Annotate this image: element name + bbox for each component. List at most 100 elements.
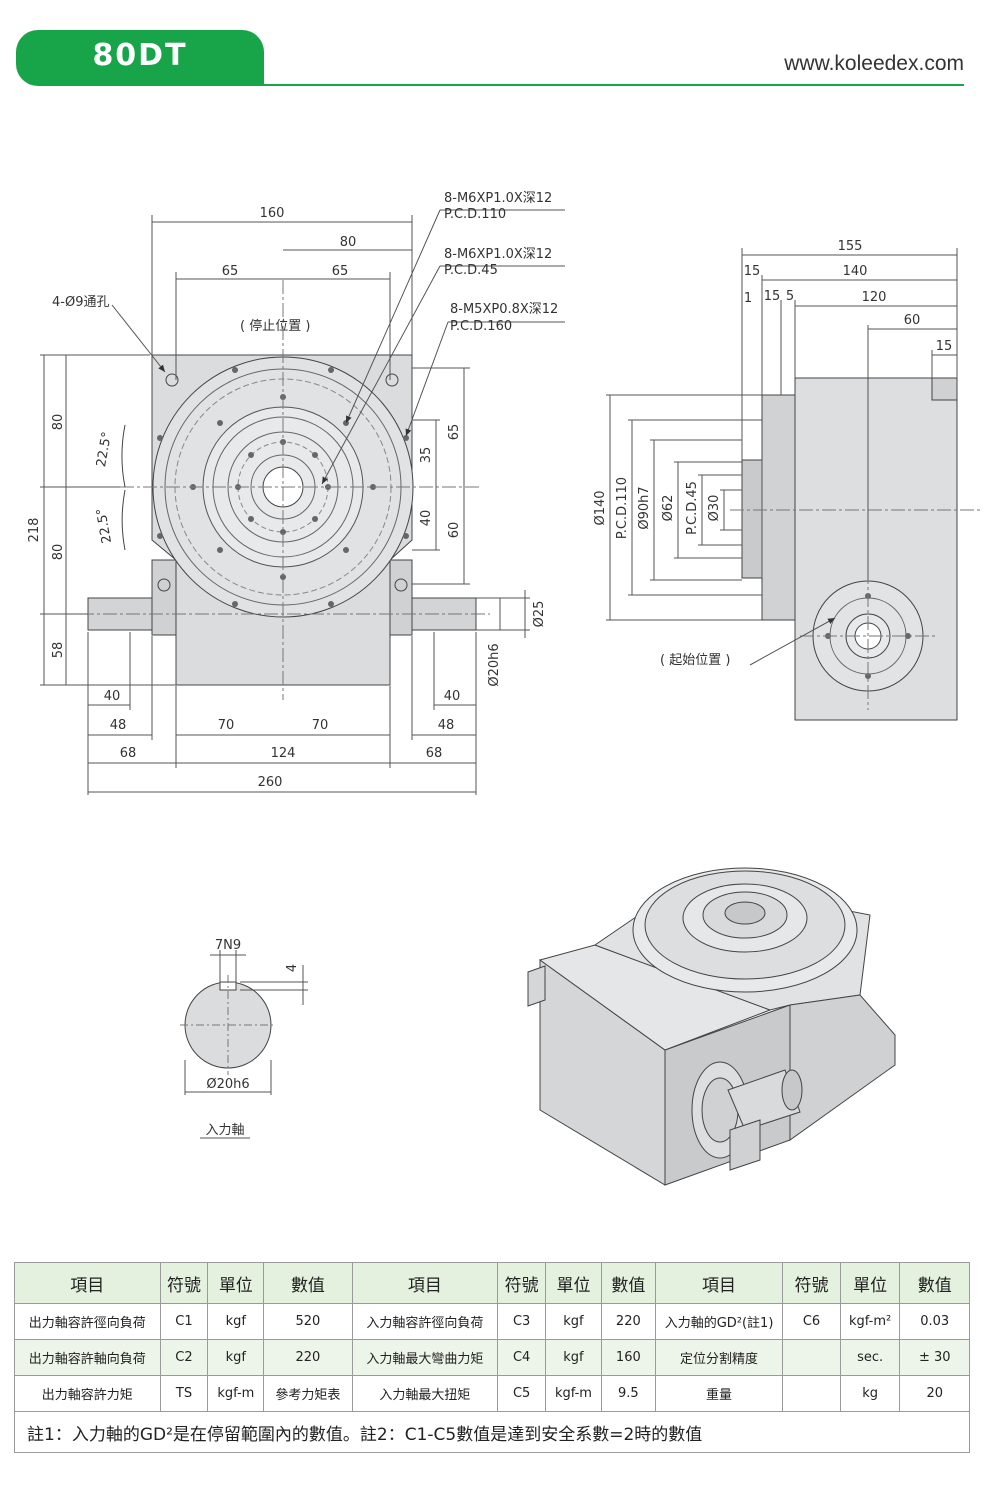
side-dim-pcd45: P.C.D.45 <box>685 481 700 535</box>
table-cell: 入力軸的GD²(註1) <box>654 1303 784 1340</box>
side-dim-1: 1 <box>744 291 752 306</box>
website-url: www.koleedex.com <box>784 52 964 75</box>
table-cell: 出力軸容許徑向負荷 <box>14 1303 161 1340</box>
table-header-row: 項目 符號 單位 數值 項目 符號 單位 數值 項目 符號 單位 數值 <box>14 1262 970 1304</box>
table-note-row: 註1：入力軸的GD²是在停留範圍內的數值。註2：C1-C5數值是達到安全系數=2… <box>14 1411 970 1453</box>
table-cell: 0.03 <box>899 1303 970 1340</box>
side-dim-pcd110: P.C.D.110 <box>615 477 630 539</box>
table-header: 數值 <box>600 1262 656 1304</box>
table-cell: kgf <box>207 1339 265 1376</box>
model-title: 80DT <box>92 38 188 73</box>
table-cell: 定位分割精度 <box>654 1339 784 1376</box>
dim-60: 60 <box>447 522 462 539</box>
table-row: 出力軸容許徑向負荷 C1 kgf 520 入力軸容許徑向負荷 C3 kgf 22… <box>14 1303 970 1340</box>
dim-218: 218 <box>27 518 42 543</box>
shaft-caption: 入力軸 <box>205 1123 244 1138</box>
dim-dia20h6: Ø20h6 <box>487 643 502 686</box>
shaft-diameter: Ø20h6 <box>206 1077 249 1092</box>
table-cell: 重量 <box>654 1375 784 1412</box>
dim-80-upper: 80 <box>51 414 66 431</box>
callout-2b: P.C.D.45 <box>444 263 498 278</box>
front-view <box>40 209 565 795</box>
callout-3a: 8-M5XP0.8X深12 <box>450 302 558 317</box>
table-cell: C5 <box>497 1375 547 1412</box>
key-depth: 4 <box>285 964 300 972</box>
table-note: 註1：入力軸的GD²是在停留範圍內的數值。註2：C1-C5數值是達到安全系數=2… <box>14 1411 970 1453</box>
side-dim-140: 140 <box>843 264 868 279</box>
table-cell: kgf-m <box>545 1375 602 1412</box>
dim-160: 160 <box>260 206 285 221</box>
table-cell: 220 <box>263 1339 353 1376</box>
side-dim-5: 5 <box>786 289 794 304</box>
dim-68-left: 68 <box>120 746 137 761</box>
header-rule <box>264 84 964 86</box>
table-cell: 520 <box>263 1303 353 1340</box>
table-cell: 220 <box>600 1303 656 1340</box>
table-cell: C2 <box>159 1339 209 1376</box>
dim-260: 260 <box>258 775 283 790</box>
table-cell: TS <box>159 1375 209 1412</box>
table-cell: 入力軸最大彎曲力矩 <box>351 1339 499 1376</box>
dim-40: 40 <box>419 510 434 527</box>
table-header: 項目 <box>351 1262 499 1304</box>
table-cell: C3 <box>497 1303 547 1340</box>
table-cell <box>782 1339 841 1376</box>
table-row: 出力軸容許力矩 TS kgf-m 參考力矩表 入力軸最大扭矩 C5 kgf-m … <box>14 1375 970 1412</box>
table-cell: C1 <box>159 1303 209 1340</box>
isometric-view <box>527 867 896 1186</box>
callout-3b: P.C.D.160 <box>450 319 512 334</box>
dim-48-left: 48 <box>110 718 127 733</box>
table-cell: sec. <box>839 1339 901 1376</box>
table-cell: ± 30 <box>899 1339 970 1376</box>
side-dim-15a: 15 <box>744 264 761 279</box>
callout-2a: 8-M6XP1.0X深12 <box>444 247 552 262</box>
side-dim-dia62: Ø62 <box>661 495 676 522</box>
table-cell: kgf-m <box>207 1375 265 1412</box>
side-dim-dia30: Ø30 <box>707 495 722 522</box>
table-cell: kgf <box>545 1339 602 1376</box>
start-position-label: ( 起始位置 ) <box>660 653 730 668</box>
dim-65-left: 65 <box>222 264 239 279</box>
dim-70-left: 70 <box>218 718 235 733</box>
table-header: 單位 <box>839 1262 901 1304</box>
table-header: 符號 <box>782 1262 841 1304</box>
dim-80-lower: 80 <box>51 544 66 561</box>
dim-48-right: 48 <box>438 718 455 733</box>
dim-40-right: 40 <box>444 689 461 704</box>
table-cell: kgf <box>545 1303 602 1340</box>
table-header: 單位 <box>207 1262 265 1304</box>
side-dim-dia90h7: Ø90h7 <box>637 486 652 529</box>
table-cell: C6 <box>782 1303 841 1340</box>
table-row: 出力軸容許軸向負荷 C2 kgf 220 入力軸最大彎曲力矩 C4 kgf 16… <box>14 1339 970 1376</box>
dim-dia25: Ø25 <box>532 601 547 628</box>
spec-table: 項目 符號 單位 數值 項目 符號 單位 數值 項目 符號 單位 數值 出力軸容… <box>14 1262 970 1453</box>
model-tab: 80DT <box>16 30 264 86</box>
dim-35: 35 <box>419 447 434 464</box>
stop-position-label: ( 停止位置 ) <box>240 318 310 334</box>
callout-1a: 8-M6XP1.0X深12 <box>444 191 552 206</box>
page-header: 80DT www.koleedex.com <box>0 0 1000 100</box>
side-dim-15b: 15 <box>764 289 781 304</box>
table-header: 符號 <box>497 1262 547 1304</box>
table-cell: C4 <box>497 1339 547 1376</box>
table-cell: 入力軸容許徑向負荷 <box>351 1303 499 1340</box>
angle-lower: 22.5° <box>94 507 115 545</box>
table-cell: 160 <box>600 1339 656 1376</box>
hole-label: 4-Ø9通孔 <box>52 295 109 310</box>
callout-1b: P.C.D.110 <box>444 207 506 222</box>
table-cell: 入力軸最大扭矩 <box>351 1375 499 1412</box>
technical-drawing: 8-M6XP1.0X深12 P.C.D.110 8-M6XP1.0X深12 P.… <box>27 191 980 1186</box>
dim-65-right-v: 65 <box>447 424 462 441</box>
dim-80-top: 80 <box>340 235 357 250</box>
dim-68-right: 68 <box>426 746 443 761</box>
table-cell: 參考力矩表 <box>263 1375 353 1412</box>
side-dim-dia140: Ø140 <box>593 490 608 525</box>
table-header: 符號 <box>159 1262 209 1304</box>
key-label: 7N9 <box>215 938 241 953</box>
angle-upper: 22.5° <box>94 431 115 469</box>
dim-70-right: 70 <box>312 718 329 733</box>
shaft-detail <box>180 950 308 1139</box>
table-cell: 9.5 <box>600 1375 656 1412</box>
dim-124: 124 <box>271 746 296 761</box>
dim-58: 58 <box>51 642 66 659</box>
